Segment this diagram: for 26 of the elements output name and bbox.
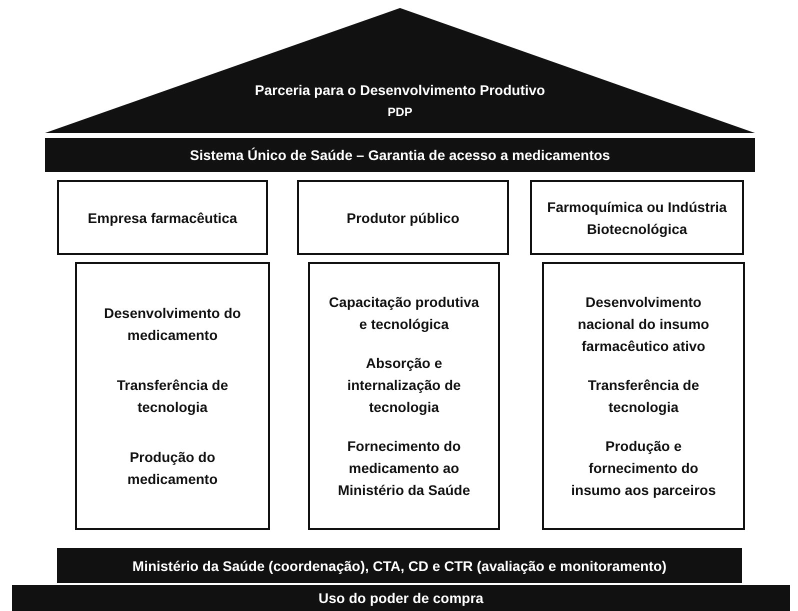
pillar-item: Desenvolvimento nacional do insumo farmacêutico ativo — [576, 293, 710, 356]
pillar-item: Produção do medicamento — [126, 448, 219, 489]
pillar-header-box — [57, 180, 268, 255]
roof-title: Parceria para o Desenvolvimento Produtivo — [254, 81, 546, 100]
base-band — [12, 585, 790, 611]
band-label: Produtor público — [346, 208, 460, 228]
pillar-item: Capacitação produtiva e tecnológica — [328, 293, 480, 334]
base-band — [57, 548, 742, 583]
pillar-item: Desenvolvimento do medicamento — [103, 304, 242, 345]
pillar-header-box — [297, 180, 509, 255]
pillar-item: Transferência de tecnologia — [586, 376, 700, 417]
pillar-item: Produção e fornecimento do insumo aos parceiros — [570, 437, 717, 500]
band-label: Uso do poder de compra — [318, 589, 484, 608]
header-band — [45, 138, 755, 172]
band-label: Farmoquímica ou Indústria Biotecnológica — [546, 198, 728, 239]
pillar-item: Transferência de tecnologia — [116, 376, 230, 417]
band-label: Empresa farmacêutica — [88, 208, 238, 228]
pillar-header-box — [530, 180, 744, 255]
pillar-box — [75, 262, 270, 530]
roof-subtitle: PDP — [388, 104, 412, 121]
band-label: Ministério da Saúde (coordenação), CTA, CD e CTR (avaliação e monitoramento) — [132, 556, 667, 576]
band-label: Sistema Único de Saúde – Garantia de acesso a medicamentos — [190, 146, 610, 165]
pillar-item: Fornecimento do medicamento ao Ministério da Saúde — [336, 437, 472, 500]
pillar-item: Absorção e internalização de tecnologia — [346, 354, 462, 417]
pillar-box — [308, 262, 500, 530]
pillar-box — [542, 262, 745, 530]
